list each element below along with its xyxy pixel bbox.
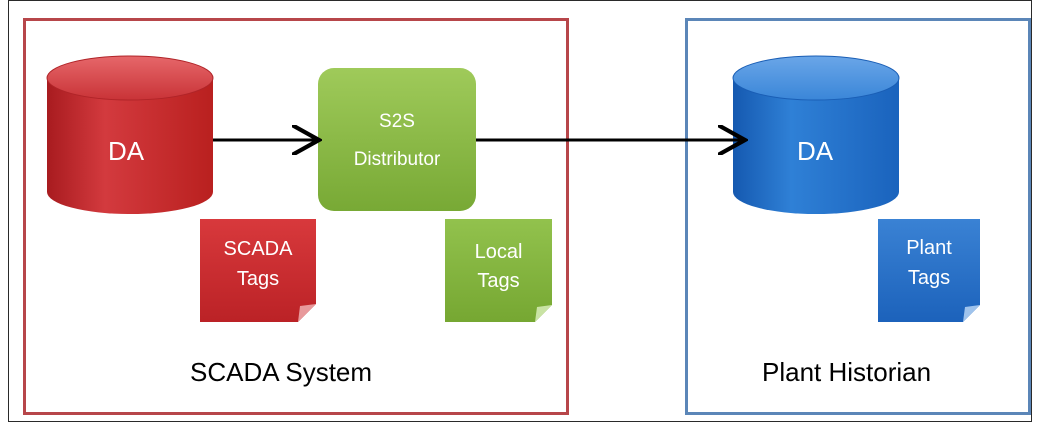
local-tags-line1: Local [474, 241, 523, 263]
local-tags-line2: Tags [477, 270, 520, 292]
distributor-line1: S2S [379, 111, 415, 132]
scada-system-label: SCADA System [190, 357, 373, 387]
plant-tags-note [878, 219, 980, 322]
scada-tags-note [200, 219, 316, 322]
scada-da-cylinder [46, 55, 214, 214]
scada-tags-line1: SCADA [223, 238, 293, 260]
plant-tags-line2: Tags [907, 267, 951, 289]
outer-frame [8, 0, 1032, 422]
plant-tags-line1: Plant [906, 237, 952, 259]
scada-system-group [23, 18, 569, 415]
scada-da-label: DA [108, 136, 145, 166]
local-tags-note [445, 219, 552, 322]
plant-historian-group [685, 18, 1031, 415]
historian-da-cylinder [732, 55, 900, 214]
distributor-line2: Distributor [353, 149, 441, 170]
historian-da-label: DA [797, 136, 834, 166]
s2s-distributor-box [318, 68, 476, 211]
plant-historian-label: Plant Historian [762, 357, 932, 387]
scada-tags-line2: Tags [236, 268, 280, 290]
